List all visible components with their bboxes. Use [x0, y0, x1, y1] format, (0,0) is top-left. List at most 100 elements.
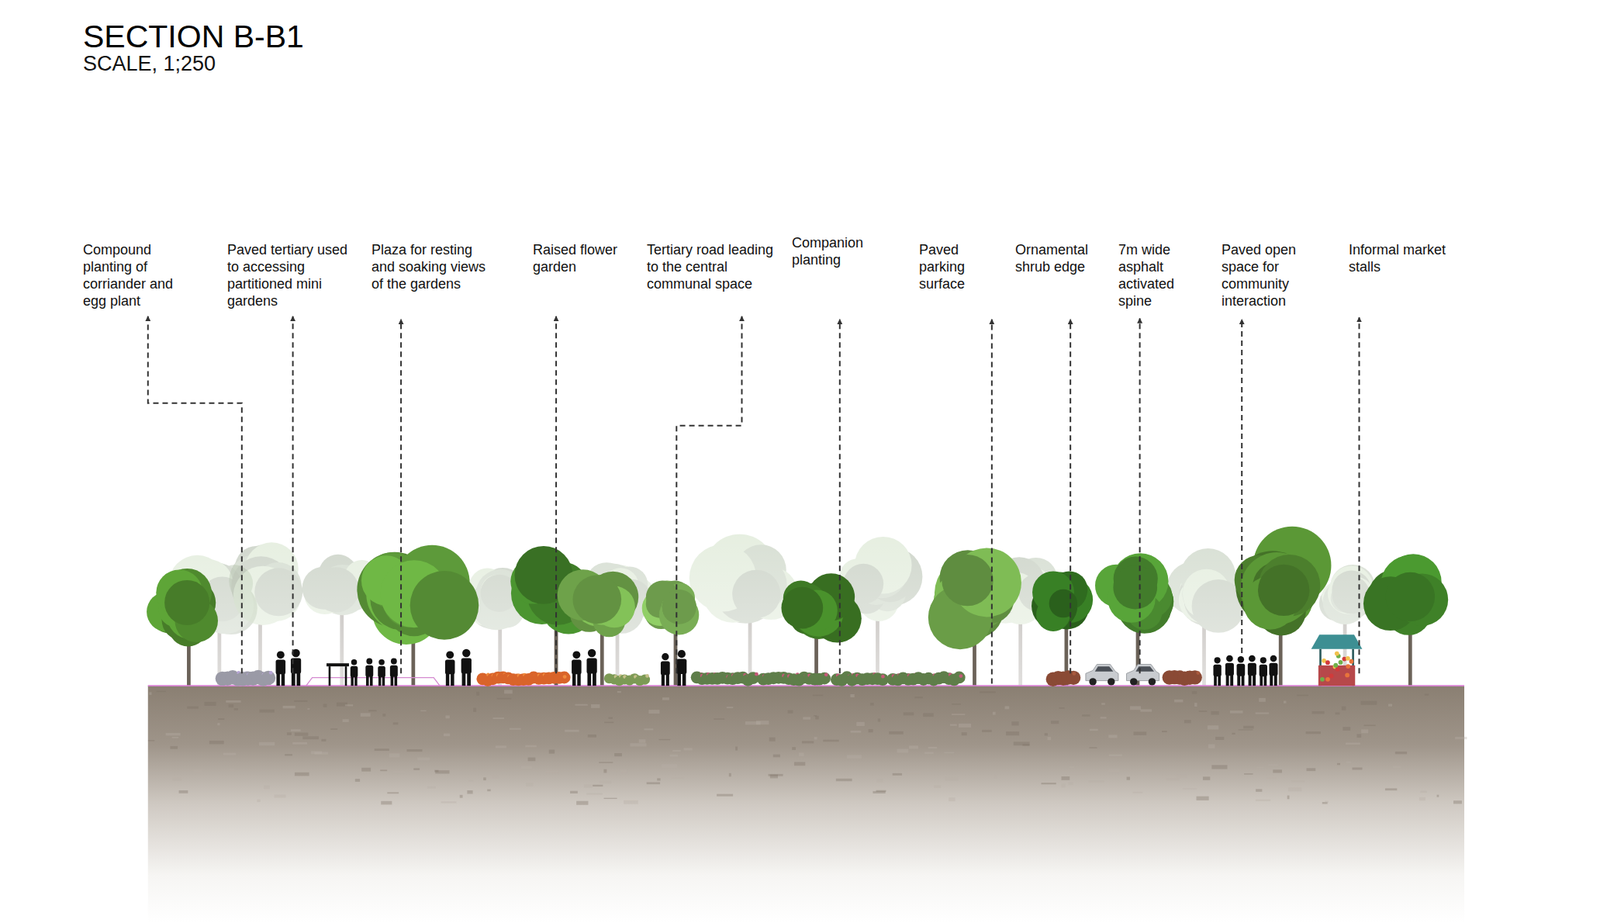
soil-grain: [172, 777, 182, 781]
soil-grain: [1194, 702, 1197, 707]
soil-grain: [380, 769, 388, 771]
soil-grain: [979, 691, 996, 693]
soil-grain: [406, 749, 422, 752]
soil-grain: [683, 747, 692, 750]
soil-grain: [1324, 800, 1329, 802]
soil-grain: [1070, 772, 1087, 775]
soil-grain: [1337, 763, 1341, 765]
soil-grain: [193, 769, 202, 773]
soil-grain: [888, 731, 903, 735]
soil-grain: [1089, 729, 1099, 731]
soil-grain: [1296, 694, 1309, 697]
soil-grain: [263, 784, 270, 789]
soil-grain: [574, 704, 588, 706]
callout-label: 7m wide asphalt activated spine: [1118, 241, 1191, 310]
leader-line: [1069, 319, 1072, 674]
soil-grain: [389, 753, 401, 757]
soil-grain: [259, 742, 275, 747]
soil-grain: [1058, 707, 1065, 709]
soil-grain: [662, 697, 670, 700]
soil-grain: [525, 782, 533, 787]
person-silhouette: [276, 650, 287, 686]
callout-label: Tertiary road leading to the central com…: [646, 241, 779, 293]
shrub: [476, 671, 571, 687]
scale-note: SCALE, 1;250: [82, 51, 216, 76]
soil-grain: [924, 752, 934, 754]
tree-canopy: [780, 587, 823, 629]
soil-grain: [217, 722, 220, 726]
soil-grain: [1420, 791, 1428, 793]
shrub: [1162, 670, 1203, 686]
soil-grain: [491, 774, 499, 779]
soil-grain: [639, 739, 647, 743]
soil-grain: [1196, 796, 1210, 801]
soil-grain: [1345, 742, 1361, 745]
soil-grain: [420, 710, 426, 712]
soil-grain: [1361, 729, 1369, 733]
person-silhouette: [571, 650, 582, 686]
soil-grain: [1388, 704, 1393, 707]
soil-grain: [1060, 776, 1070, 781]
soil-grain: [294, 732, 308, 737]
soil-grain: [656, 777, 661, 781]
soil-grain: [330, 728, 338, 730]
soil-grain: [948, 797, 956, 802]
soil-grain: [584, 784, 593, 788]
soil-grain: [950, 724, 958, 726]
soil-grain: [856, 722, 864, 726]
soil-grain: [1182, 787, 1197, 790]
soil-grain: [1361, 701, 1378, 705]
soil-grain: [445, 715, 450, 719]
soil-grain: [314, 751, 329, 754]
person-silhouette: [1268, 655, 1278, 686]
table-leg: [345, 666, 348, 686]
tree-canopy: [1258, 554, 1321, 617]
soil-grain: [850, 730, 862, 733]
foreground-trees: [146, 526, 1448, 686]
section-illustration: [146, 520, 1467, 923]
soil-grain: [1108, 768, 1120, 773]
soil-grain: [292, 742, 308, 745]
shrub-mass: [639, 674, 650, 685]
soil-grain: [801, 740, 814, 743]
soil-grain: [814, 736, 818, 740]
soil-grain: [608, 717, 612, 719]
soil-grain: [914, 696, 923, 699]
tree: [780, 573, 861, 686]
soil-grain: [868, 729, 874, 733]
table-leg: [328, 666, 332, 686]
soil-grain: [1364, 724, 1376, 726]
soil-grain: [951, 703, 961, 705]
soil-grain: [836, 778, 853, 781]
tree-canopy: [572, 575, 622, 625]
soil-grain: [876, 778, 883, 783]
tree: [1363, 553, 1448, 686]
soil-grain: [646, 781, 661, 785]
flower: [563, 674, 567, 679]
soil-grain: [892, 773, 902, 776]
soil-grain: [570, 791, 578, 794]
soil-grain: [393, 722, 399, 725]
soil-grain: [1385, 787, 1397, 791]
leader-line: [400, 319, 402, 674]
soil-grain: [1306, 767, 1317, 771]
soil-grain: [1132, 791, 1143, 794]
person-silhouette: [365, 658, 374, 687]
soil-grain: [497, 698, 512, 700]
callout-label: Paved parking surface: [919, 241, 982, 293]
soil-grain: [380, 801, 392, 806]
soil-grain: [590, 704, 600, 709]
soil-grain: [148, 691, 152, 695]
soil-grain: [1004, 705, 1010, 709]
car: [1126, 664, 1160, 686]
soil-grain: [1238, 729, 1254, 730]
soil-grain: [1041, 782, 1057, 785]
soil-grain: [1255, 788, 1262, 792]
soil-grain: [209, 740, 225, 744]
soil-grain: [1230, 710, 1244, 713]
soil-grain: [1161, 730, 1168, 733]
soil-grain: [228, 769, 235, 771]
soil-grain: [544, 770, 559, 774]
soil-grain: [345, 704, 353, 706]
